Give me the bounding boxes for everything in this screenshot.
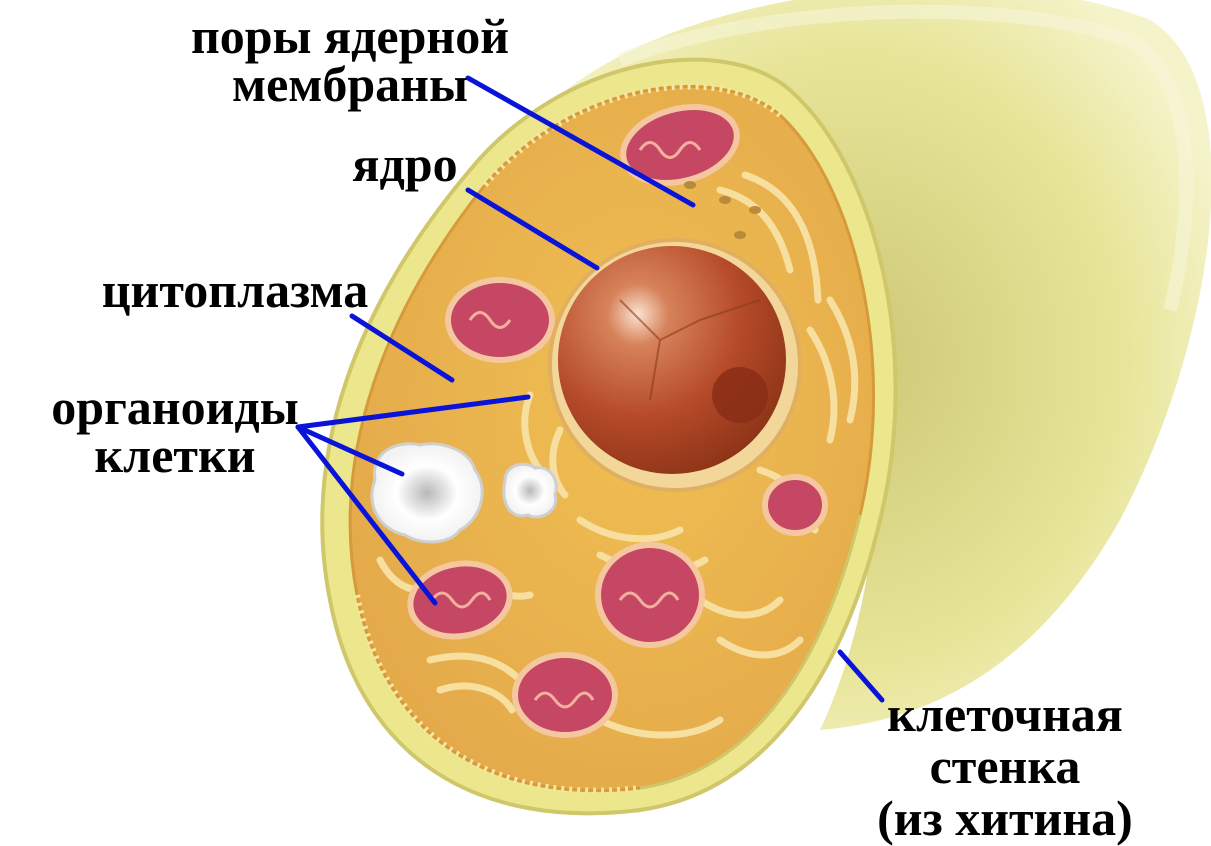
nucleolus [712, 367, 768, 423]
label-organelles-line-1: органоиды [10, 383, 340, 431]
label-nuclear-pores: поры ядерной мембраны [140, 12, 560, 108]
label-cell-wall: клеточная стенка (из хитина) [830, 688, 1180, 844]
label-cell-wall-line-3: (из хитина) [830, 792, 1180, 844]
mitochondrion [765, 477, 825, 533]
nucleus [550, 240, 800, 490]
label-cytoplasm-text: цитоплазма [55, 266, 415, 314]
label-organelles-line-2: клетки [10, 431, 340, 479]
label-nucleus-text: ядро [330, 140, 480, 188]
label-cell-wall-line-1: клеточная [830, 688, 1180, 740]
label-organelles: органоиды клетки [10, 383, 340, 479]
mitochondrion [515, 655, 615, 735]
vacuole [372, 444, 482, 542]
label-cell-wall-line-2: стенка [830, 740, 1180, 792]
label-nuclear-pores-line-2: мембраны [140, 60, 560, 108]
label-nucleus: ядро [330, 140, 480, 188]
label-cytoplasm: цитоплазма [55, 266, 415, 314]
label-nuclear-pores-line-1: поры ядерной [140, 12, 560, 60]
mitochondrion [598, 545, 702, 645]
mitochondrion [448, 280, 552, 360]
vacuole [504, 464, 556, 517]
